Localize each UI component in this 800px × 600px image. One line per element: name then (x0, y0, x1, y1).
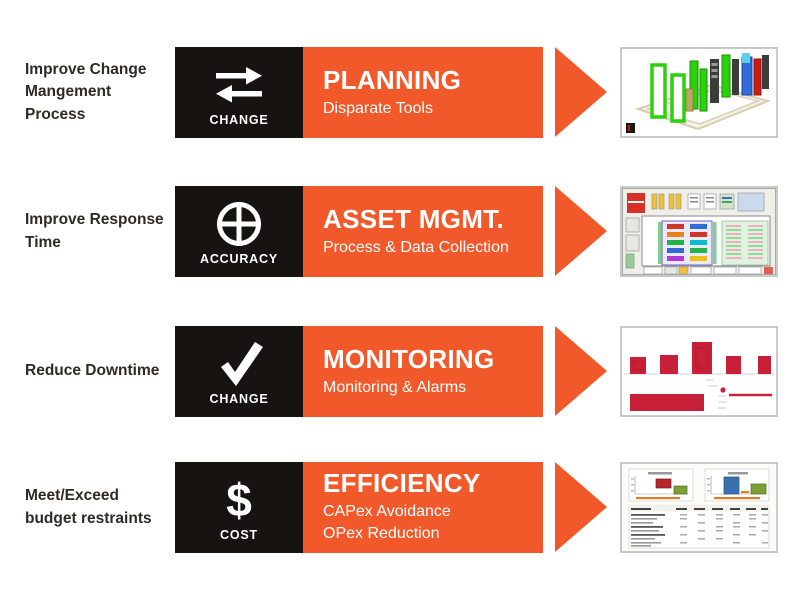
stage-planning: PLANNING Disparate Tools (303, 47, 543, 138)
3d-datacenter-thumbnail (620, 47, 778, 138)
row-monitoring: Reduce Downtime CHANGE MONITORING Monito… (0, 326, 800, 417)
stage-subtitle: Disparate Tools (323, 99, 433, 117)
benefit-label: Meet/Exceed budget restraints (25, 487, 152, 527)
stage-monitoring: MONITORING Monitoring & Alarms (303, 326, 543, 417)
checkmark-icon (213, 338, 265, 390)
alarms-chart-thumbnail (620, 326, 778, 417)
stage-efficiency: EFFICIENCY CAPex Avoidance OPex Reductio… (303, 462, 543, 553)
stage-subtitle: Process & Data Collection (323, 238, 509, 256)
dollar-glyph: $ (226, 473, 252, 526)
stage-subtitle-2: OPex Reduction (323, 525, 440, 543)
badge-label: ACCURACY (200, 251, 278, 266)
row-efficiency: Meet/Exceed budget restraints $ COST EFF… (0, 462, 800, 553)
swap-arrows-icon (212, 59, 266, 111)
badge-label: COST (220, 527, 258, 542)
crosshair-icon (214, 198, 264, 250)
floor-plan-thumbnail (620, 186, 778, 277)
badge-label: CHANGE (209, 391, 269, 406)
stage-subtitle: CAPex Avoidance (323, 503, 451, 521)
benefit-label: Improve Response Time (25, 211, 164, 251)
stage-title: ASSET MGMT. (323, 204, 504, 235)
change-badge: CHANGE (175, 47, 303, 138)
cost-report-thumbnail (620, 462, 778, 553)
row-asset-mgmt: Improve Response Time ACCURACY ASSET MGM… (0, 186, 800, 277)
stage-asset-mgmt: ASSET MGMT. Process & Data Collection (303, 186, 543, 277)
benefit-label: Improve Change Mangement Process (25, 60, 147, 123)
cost-badge: $ COST (175, 462, 303, 553)
right-arrow-icon (555, 47, 607, 137)
stage-title: MONITORING (323, 344, 495, 375)
benefit-label: Reduce Downtime (25, 362, 160, 380)
right-arrow-icon (555, 462, 607, 552)
change-badge: CHANGE (175, 326, 303, 417)
stage-title: EFFICIENCY (323, 467, 481, 498)
stage-title: PLANNING (323, 65, 462, 96)
badge-label: CHANGE (209, 112, 269, 127)
accuracy-badge: ACCURACY (175, 186, 303, 277)
stage-subtitle: Monitoring & Alarms (323, 378, 467, 396)
right-arrow-icon (555, 186, 607, 276)
row-planning: Improve Change Mangement Process CHANGE … (0, 47, 800, 138)
right-arrow-icon (555, 326, 607, 416)
dollar-icon: $ (226, 474, 252, 526)
